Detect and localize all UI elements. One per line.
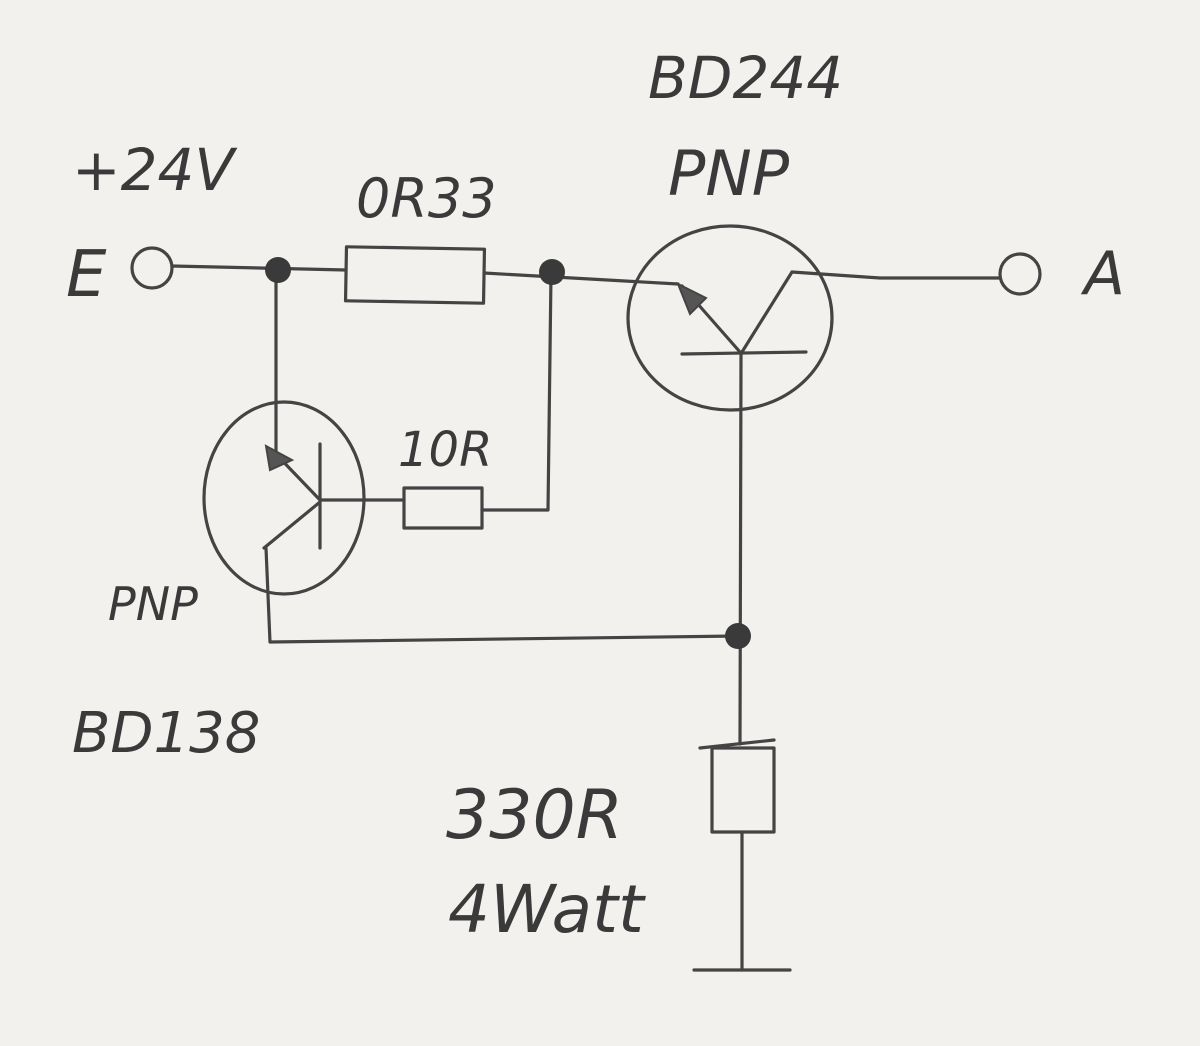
wires xyxy=(170,264,1002,972)
wire-q-sense-collector-to-node xyxy=(264,546,740,644)
r-shunt-label: 0R33 xyxy=(356,167,497,230)
q-sense-type-label: PNP xyxy=(108,577,198,631)
emitter-arrow-icon xyxy=(676,281,708,316)
junction-dot xyxy=(539,259,565,285)
wire-shunt-to-q-main-emitter xyxy=(482,271,680,286)
q-sense-part-label: BD138 xyxy=(72,701,260,766)
wire-node-to-r-base xyxy=(480,272,553,512)
transistor-bd244 xyxy=(626,224,834,412)
resistor-shunt-0r33 xyxy=(343,245,487,305)
q-main-part-label: BD244 xyxy=(648,44,843,112)
transistor-bd138 xyxy=(202,400,366,596)
supply-label: +24V xyxy=(72,136,238,204)
wire-input-to-shunt xyxy=(170,264,348,272)
junction-dot xyxy=(265,257,291,283)
wire-q-main-base-to-load xyxy=(738,352,743,746)
input-terminal xyxy=(130,246,174,290)
resistor-base-10r xyxy=(402,486,484,530)
r-base-label: 10R xyxy=(398,422,492,478)
r-load-value-label: 330R xyxy=(446,776,623,855)
wire-q-main-to-output xyxy=(790,270,1002,280)
junction-dot xyxy=(725,623,751,649)
output-terminal-label: A xyxy=(1080,239,1125,309)
r-load-power-label: 4Watt xyxy=(448,871,646,948)
resistor-load-330r xyxy=(698,738,776,834)
emitter-arrow-icon xyxy=(264,444,295,472)
input-terminal-label: E xyxy=(66,238,107,312)
q-main-type-label: PNP xyxy=(668,137,790,210)
output-terminal xyxy=(998,252,1042,296)
